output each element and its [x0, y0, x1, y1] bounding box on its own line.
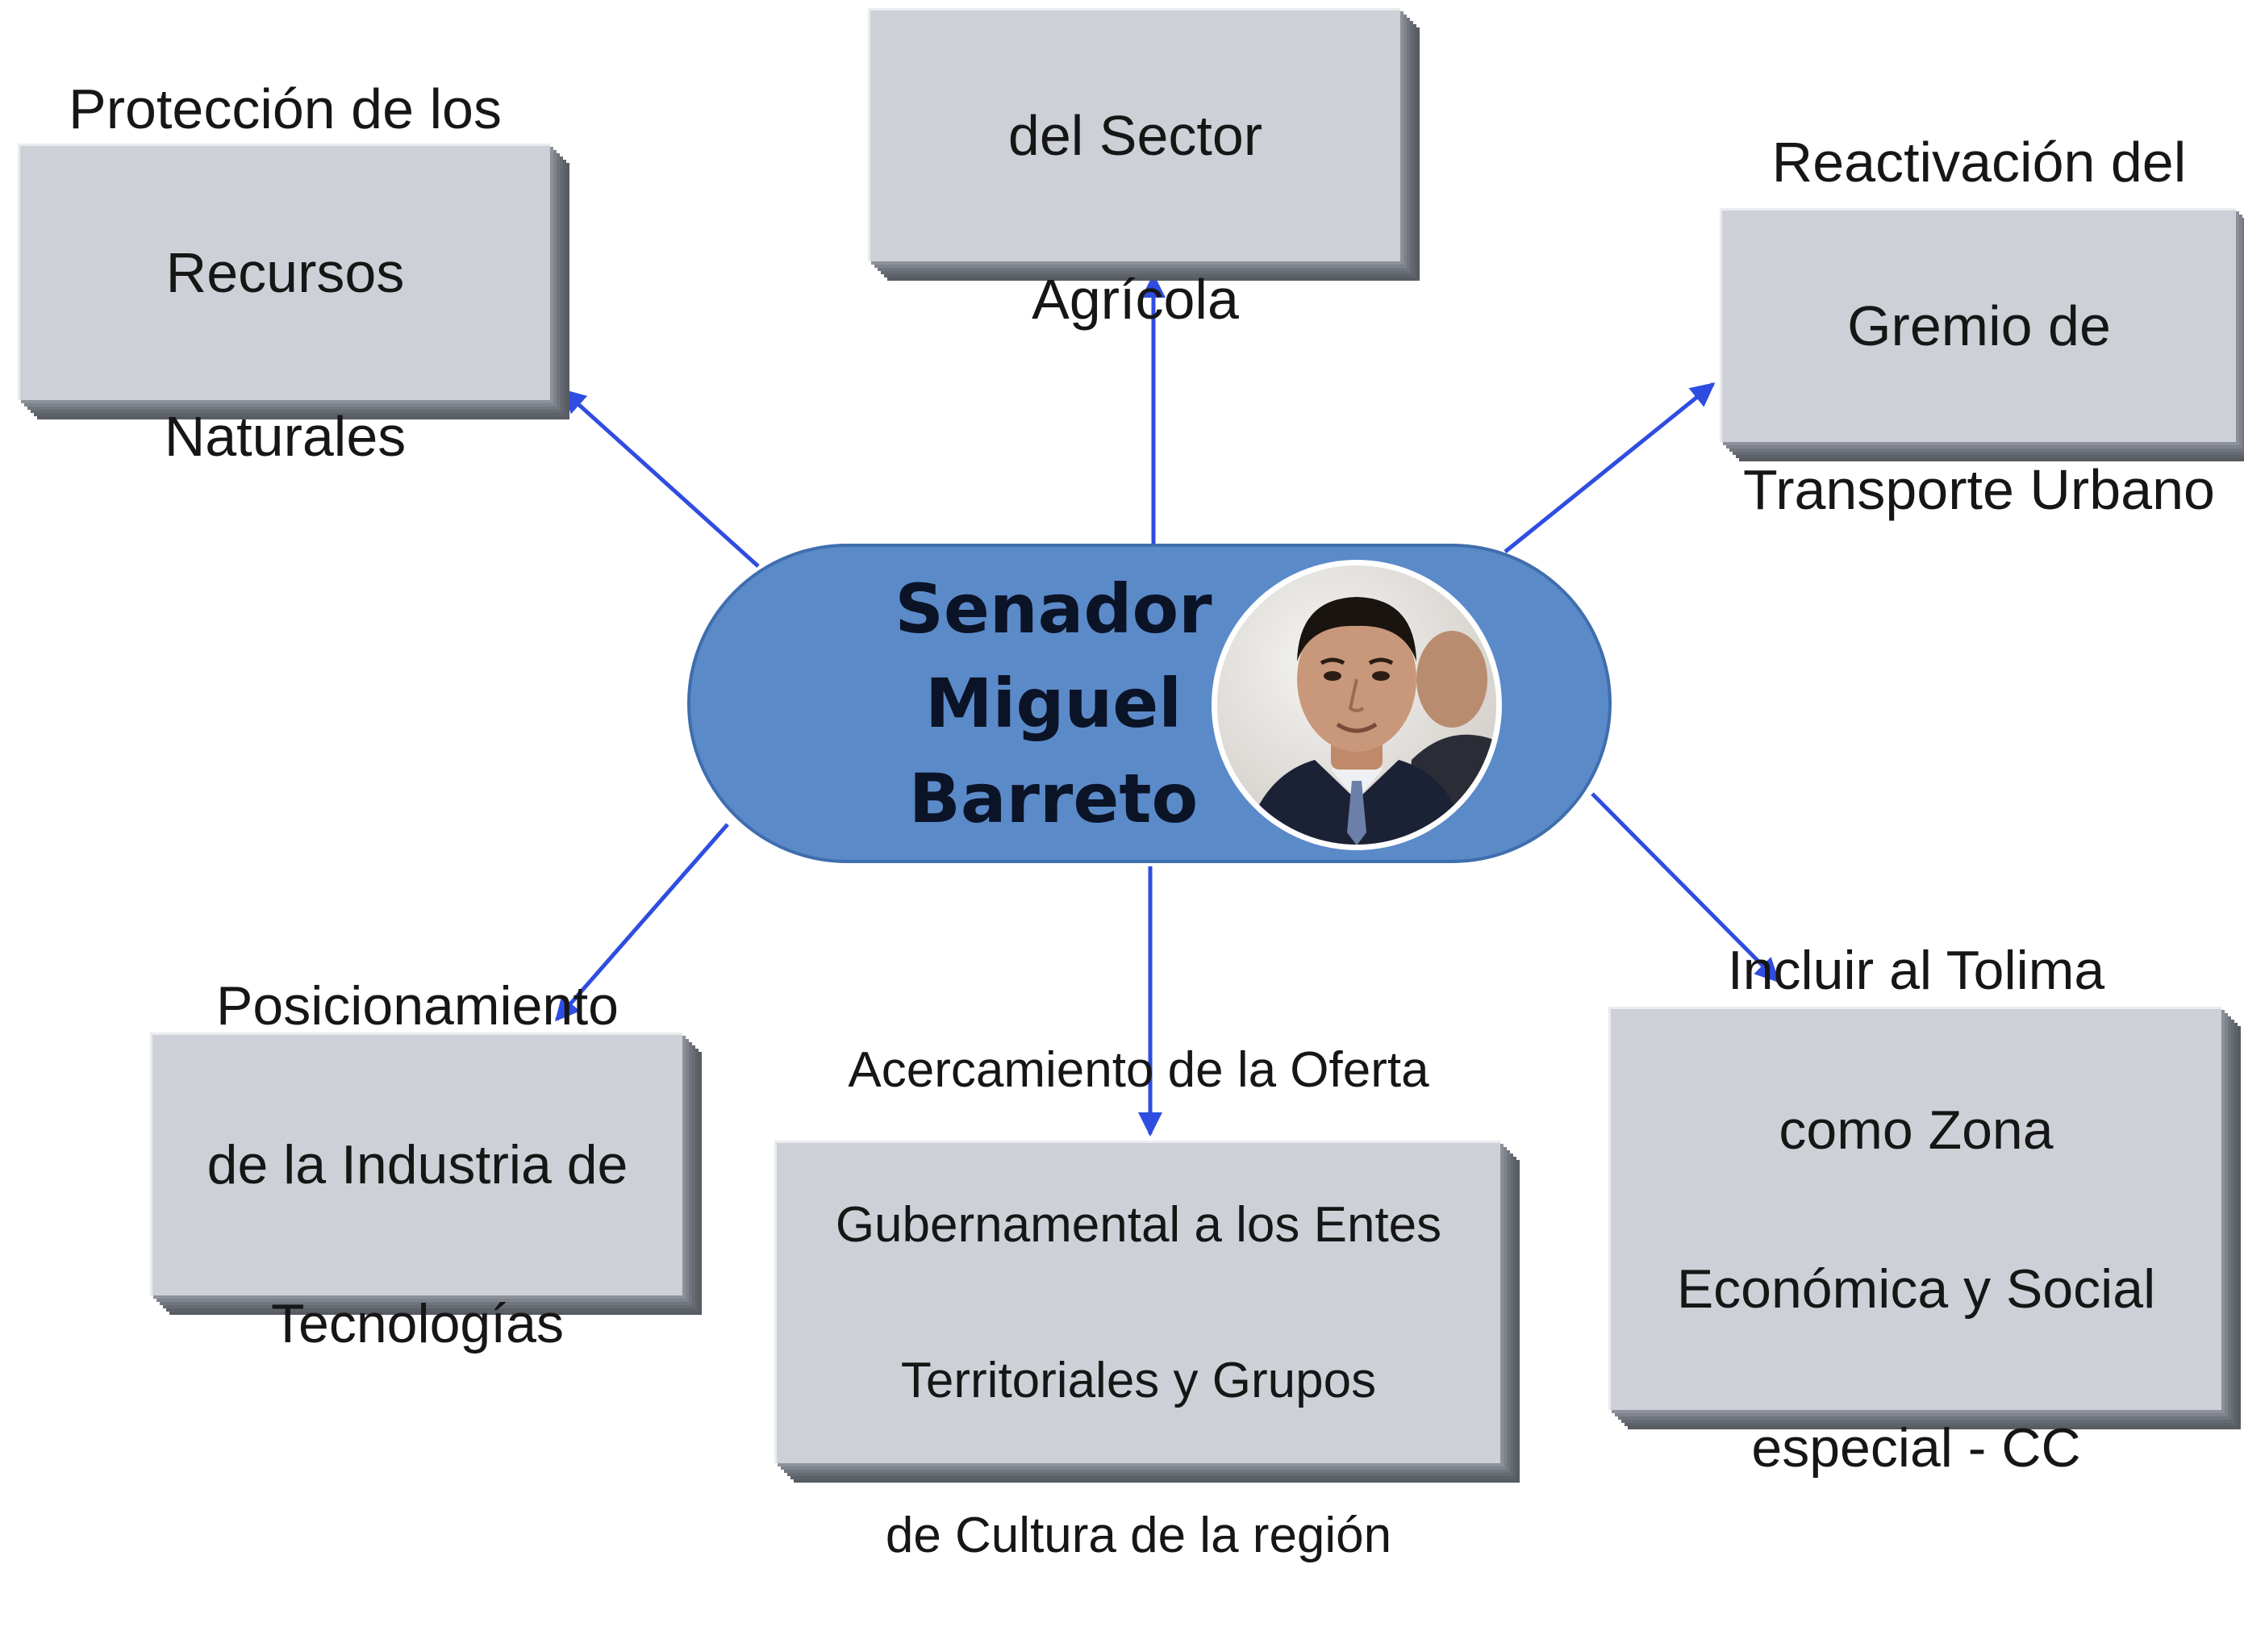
node-text-line: Fortalecimiento [942, 0, 1328, 13]
node-text-line: Reactivación del [1771, 130, 2187, 194]
node-text-line: Protección de los [69, 77, 502, 140]
center-name: Senador Miguel Barreto [811, 563, 1295, 845]
node-acercamiento-oferta: Acercamiento de la Oferta Gubernamental … [774, 1042, 1500, 1563]
node-text-line: Gremio de [1847, 294, 2111, 357]
arrow-to-incluir [1591, 792, 1780, 983]
center-name-line: Senador [895, 569, 1212, 649]
node-text-line: Incluir al Tolima [1727, 940, 2105, 1002]
arrow-to-reactivacion [1504, 382, 1716, 553]
node-text-line: Acercamiento de la Oferta [848, 1042, 1429, 1099]
arrow-to-posicionamiento [555, 823, 729, 1022]
node-text-line: de Cultura de la región [885, 1507, 1392, 1563]
node-text-line: Gubernamental a los Entes [835, 1197, 1442, 1254]
node-text-line: de la Industria de [206, 1134, 628, 1196]
arrows-layer [555, 273, 1780, 1137]
node-text-line: Naturales [164, 404, 407, 468]
center-name-line: Barreto [908, 758, 1199, 838]
node-fortalecimiento-agricola: Fortalecimiento del Sector Agrícola [868, 0, 1400, 331]
node-reactivacion-transporte: Reactivación del Gremio de Transporte Ur… [1720, 131, 2236, 521]
node-text-line: Económica y Social [1676, 1258, 2156, 1320]
node-text-line: Agrícola [1032, 267, 1239, 331]
node-text-line: del Sector [1007, 103, 1263, 167]
portrait-photo [1212, 560, 1502, 850]
node-text-line: Recursos [165, 240, 405, 304]
arrow-to-proteccion [561, 388, 760, 568]
node-proteccion-recursos: Protección de los Recursos Naturales [18, 77, 550, 468]
node-text-line: Transporte Urbano [1743, 457, 2215, 521]
center-name-line: Miguel [924, 664, 1182, 744]
center-node: Senador Miguel Barreto [687, 544, 1612, 863]
node-text-line: especial - CC [1751, 1416, 2081, 1479]
node-text-line: Tecnologías [271, 1293, 564, 1355]
node-text-line: Territoriales y Grupos [900, 1352, 1377, 1408]
node-incluir-tolima: Incluir al Tolima como Zona Económica y … [1608, 940, 2221, 1479]
node-posicionamiento-tecnologias: Posicionamiento de la Industria de Tecno… [150, 975, 682, 1354]
node-text-line: como Zona [1779, 1099, 2054, 1161]
node-text-line: Posicionamiento [216, 975, 619, 1037]
